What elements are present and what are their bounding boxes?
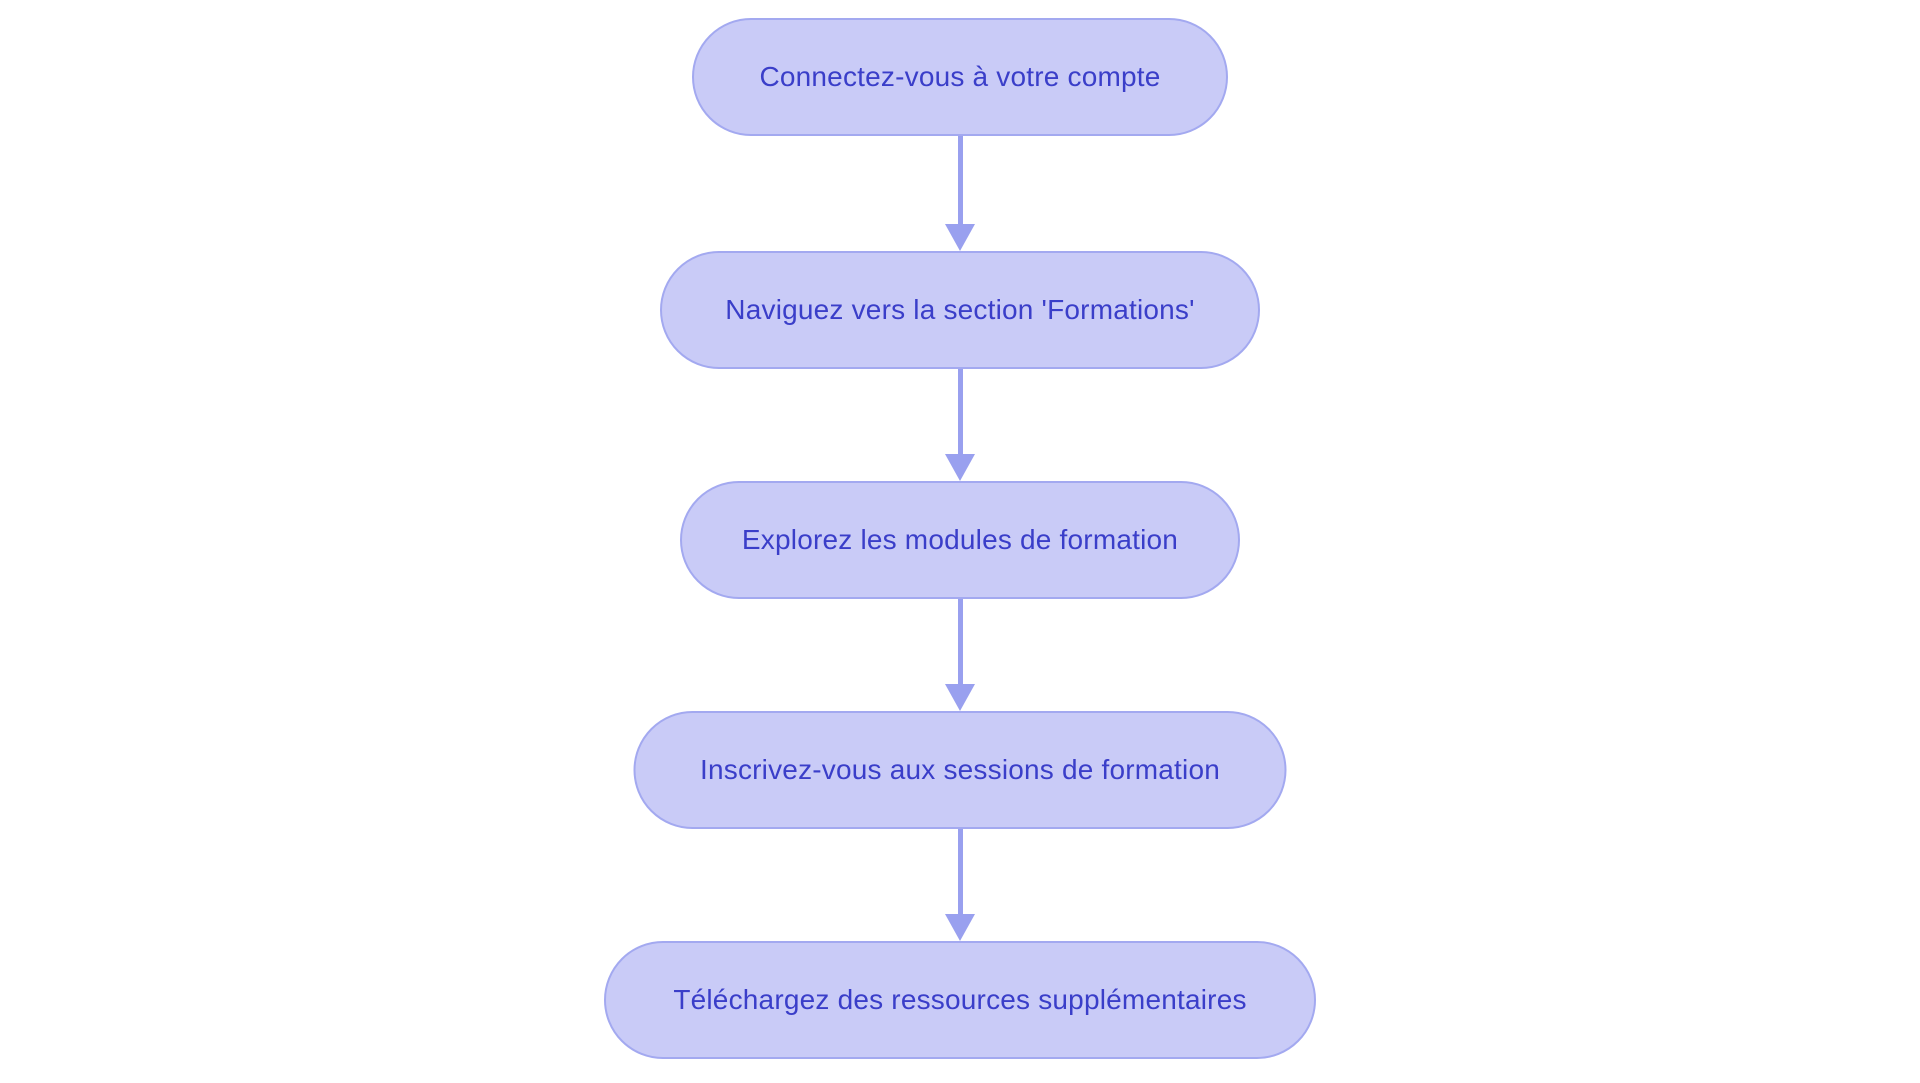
flow-node-step-4: Inscrivez-vous aux sessions de formation bbox=[633, 711, 1287, 829]
arrow-shaft bbox=[957, 369, 963, 454]
flow-arrow-2-to-3 bbox=[945, 369, 975, 481]
arrow-shaft bbox=[957, 136, 963, 224]
arrow-head-icon bbox=[945, 914, 975, 941]
flow-arrow-3-to-4 bbox=[945, 599, 975, 711]
flow-arrow-1-to-2 bbox=[945, 136, 975, 251]
arrow-head-icon bbox=[945, 454, 975, 481]
arrow-head-icon bbox=[945, 224, 975, 251]
arrow-shaft bbox=[957, 599, 963, 684]
arrow-shaft bbox=[957, 829, 963, 914]
flow-node-step-3: Explorez les modules de formation bbox=[680, 481, 1240, 599]
flow-node-step-1: Connectez-vous à votre compte bbox=[692, 18, 1228, 136]
flow-arrow-4-to-5 bbox=[945, 829, 975, 941]
flow-node-step-5: Téléchargez des ressources supplémentair… bbox=[604, 941, 1316, 1059]
flow-node-step-2: Naviguez vers la section 'Formations' bbox=[660, 251, 1260, 369]
arrow-head-icon bbox=[945, 684, 975, 711]
